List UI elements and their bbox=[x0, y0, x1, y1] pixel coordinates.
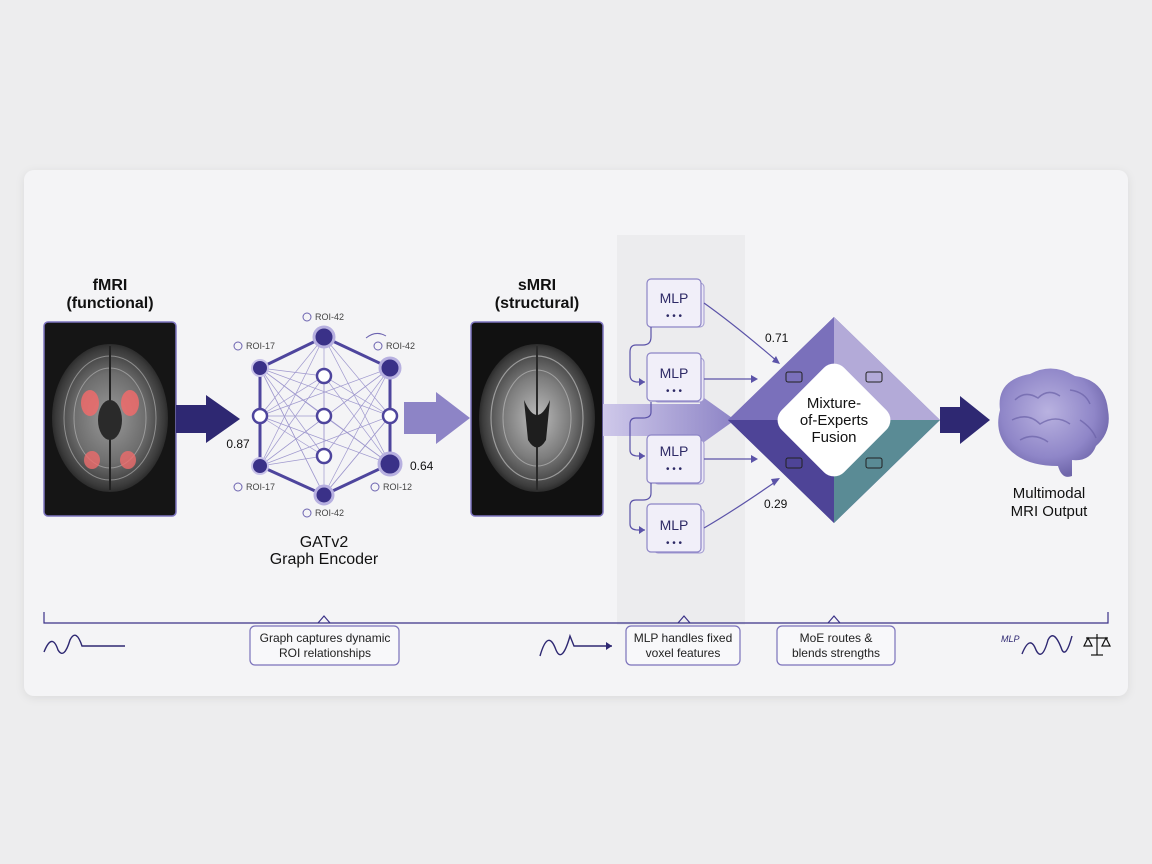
graph-node-inner-top bbox=[315, 367, 333, 385]
timeline-bracket bbox=[43, 612, 1109, 624]
graph-node-bottom bbox=[313, 484, 335, 506]
graph-node-mid-left bbox=[251, 407, 269, 425]
mlp-stack-3: MLP • • • bbox=[646, 434, 705, 485]
mlp-4-dots: • • • bbox=[666, 538, 683, 549]
mlp-3-label: MLP bbox=[660, 443, 689, 459]
graph-node-top bbox=[312, 325, 336, 349]
expert-device-icon bbox=[865, 371, 883, 383]
graph-node-bottom-label: ROI-42 bbox=[315, 508, 344, 518]
graph-weight-right: 0.64 bbox=[410, 459, 434, 473]
smri-scan-image bbox=[470, 321, 604, 517]
connector-arrowheads bbox=[639, 356, 780, 534]
arrow-moe-to-output bbox=[940, 396, 990, 444]
note-mlp-line1: MLP handles fixed bbox=[634, 631, 733, 645]
mlp-stack-2: MLP • • • bbox=[646, 352, 705, 403]
graph-node-lower-right-label: ROI-12 bbox=[383, 482, 412, 492]
signal-wave-icon bbox=[539, 633, 612, 657]
expert-device-icon bbox=[785, 371, 803, 383]
roi-brain-icon bbox=[302, 312, 312, 322]
mlp-connectors bbox=[629, 302, 779, 531]
note-moe-line1: MoE routes & bbox=[800, 631, 873, 645]
expert-device-icon bbox=[865, 457, 883, 469]
mlp-stack-4: MLP • • • bbox=[646, 503, 705, 554]
note-mlp-line2: voxel features bbox=[646, 646, 721, 660]
roi-brain-icon bbox=[370, 482, 380, 492]
mlp-2-label: MLP bbox=[660, 365, 689, 381]
moe-label-line2: of-Experts bbox=[800, 412, 868, 429]
graph-node-upper-left bbox=[251, 359, 269, 377]
signal-wave-icon bbox=[43, 634, 125, 654]
note-graph: Graph captures dynamic ROI relationships bbox=[249, 625, 400, 666]
mini-mlp-label: MLP bbox=[1001, 634, 1020, 644]
fmri-title-line2: (functional) bbox=[66, 295, 153, 312]
graph-caption-line2: Graph Encoder bbox=[270, 551, 379, 568]
moe-label-line1: Mixture- bbox=[807, 395, 861, 412]
fmri-title-line1: fMRI bbox=[93, 277, 128, 294]
fmri-scan-image bbox=[43, 321, 177, 517]
smri-title-line1: sMRI bbox=[518, 277, 556, 294]
note-graph-line1: Graph captures dynamic bbox=[260, 631, 391, 645]
graph-node-lower-left bbox=[251, 457, 269, 475]
graph-node-top-label: ROI-42 bbox=[315, 312, 344, 322]
roi-brain-icon bbox=[373, 341, 383, 351]
graph-node-mid-right bbox=[381, 407, 399, 425]
graph-node-lower-right bbox=[377, 451, 403, 477]
roi-brain-icon bbox=[302, 508, 312, 518]
graph-weight-left: 0.87 bbox=[226, 437, 250, 451]
output-label-line2: MRI Output bbox=[1011, 503, 1089, 520]
arrow-graph-to-smri bbox=[404, 392, 470, 444]
moe-fusion-diamond: Mixture- of-Experts Fusion bbox=[728, 317, 940, 523]
mlp-stack-1: MLP • • • bbox=[646, 278, 705, 328]
note-moe-line2: blends strengths bbox=[792, 646, 880, 660]
moe-label-line3: Fusion bbox=[811, 429, 856, 446]
arrow-smri-to-moe bbox=[603, 395, 735, 445]
note-graph-line2: ROI relationships bbox=[279, 646, 371, 660]
output-label-line1: Multimodal bbox=[1013, 485, 1086, 502]
signal-wave-icon bbox=[1021, 635, 1073, 655]
graph-caption-line1: GATv2 bbox=[300, 534, 349, 551]
roi-brain-icon bbox=[233, 482, 243, 492]
arc-icon bbox=[365, 332, 387, 339]
signal-arrow-icon bbox=[606, 642, 612, 650]
roi-brain-icon bbox=[233, 341, 243, 351]
balance-scale-icon bbox=[1083, 634, 1111, 656]
moe-weight-bottom: 0.29 bbox=[764, 497, 788, 511]
moe-weight-top: 0.71 bbox=[765, 331, 789, 345]
mlp-1-label: MLP bbox=[660, 290, 689, 306]
mlp-3-dots: • • • bbox=[666, 464, 683, 475]
graph-node-lower-left-label: ROI-17 bbox=[246, 482, 275, 492]
graph-node-upper-left-label: ROI-17 bbox=[246, 341, 275, 351]
graph-node-upper-right-label: ROI-42 bbox=[386, 341, 415, 351]
expert-device-icon bbox=[785, 457, 803, 469]
output-brain-icon bbox=[998, 368, 1109, 477]
graph-node-upper-right bbox=[378, 356, 402, 380]
arrow-fmri-to-graph bbox=[176, 395, 240, 443]
graph-encoder: ROI-42 ROI-17 ROI-42 ROI-17 ROI-12 ROI-4… bbox=[233, 312, 415, 518]
smri-title-line2: (structural) bbox=[495, 295, 579, 312]
graph-node-center bbox=[315, 407, 333, 425]
mlp-4-label: MLP bbox=[660, 517, 689, 533]
mlp-1-dots: • • • bbox=[666, 311, 683, 322]
graph-node-inner-bottom bbox=[315, 447, 333, 465]
note-moe: MoE routes & blends strengths bbox=[776, 625, 896, 666]
note-mlp: MLP handles fixed voxel features bbox=[625, 625, 741, 666]
mlp-2-dots: • • • bbox=[666, 386, 683, 397]
